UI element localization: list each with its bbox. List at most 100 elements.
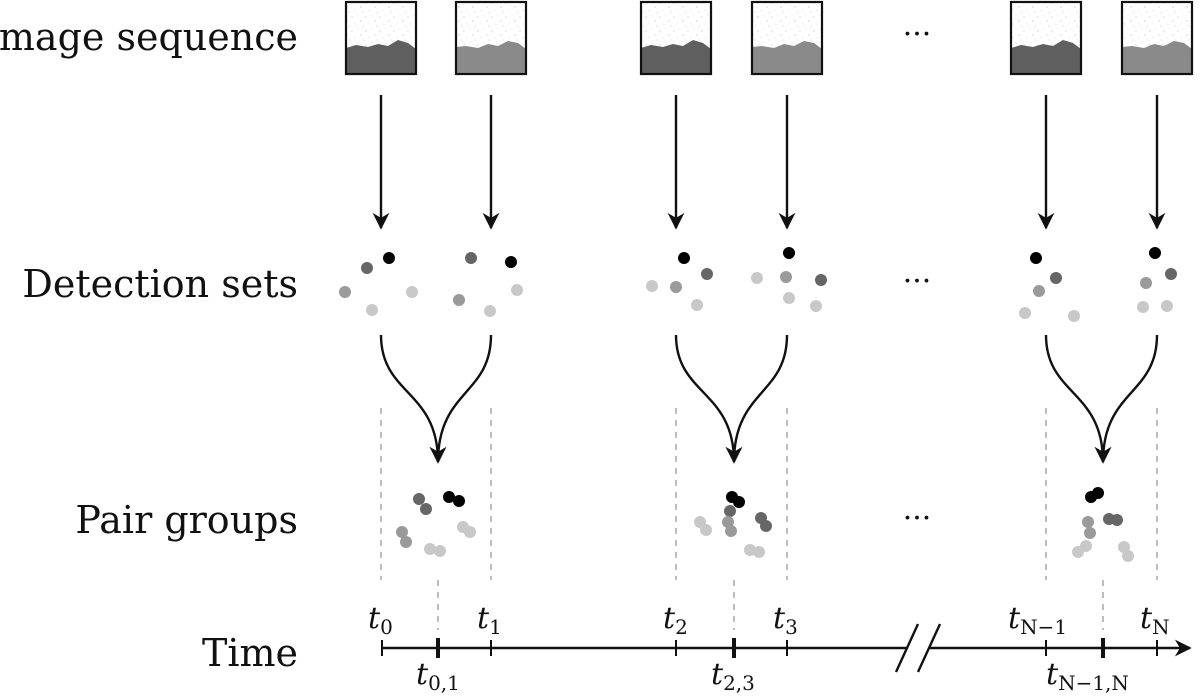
detection-point	[383, 252, 395, 264]
image-frame-1	[454, 0, 528, 76]
pair-point	[753, 546, 765, 558]
row-label-detection-sets: Detection sets	[22, 262, 298, 306]
detection-point	[406, 286, 418, 298]
image-frame-n-minus-1	[1009, 0, 1083, 76]
tick-label-tn: tN	[1140, 601, 1170, 639]
time-axis: t0 t1 t2 t3 tN−1 tN t0,1 t2,3 tN−1,N	[368, 601, 1192, 695]
ellipsis-detections: ···	[903, 264, 932, 299]
detection-point	[465, 252, 477, 264]
pair-point	[1084, 527, 1096, 539]
image-frames	[344, 0, 1194, 76]
detection-point	[701, 268, 713, 280]
detection-sets	[339, 247, 1177, 322]
detection-point	[361, 262, 373, 274]
pair-point	[733, 496, 745, 508]
tick-label-tn-minus-1: tN−1	[1008, 601, 1067, 639]
detection-point	[1033, 285, 1045, 297]
pair-groups	[396, 487, 1134, 562]
image-frame-n	[1120, 0, 1194, 76]
detection-point	[815, 274, 827, 286]
detection-point	[1030, 252, 1042, 264]
pair-point	[1092, 487, 1104, 499]
tick-label-t1: t1	[477, 601, 502, 639]
pair-point	[434, 545, 446, 557]
pair-point	[1082, 516, 1094, 528]
pair-group-2-3	[694, 491, 772, 558]
row-label-time: Time	[202, 631, 298, 675]
detection-point	[751, 272, 763, 284]
tick-label-t2: t2	[663, 601, 688, 639]
detection-point	[1068, 310, 1080, 322]
pair-point	[420, 503, 432, 515]
merge-arrow-n-left	[1044, 334, 1112, 464]
ellipsis-pairs: ···	[903, 501, 932, 536]
detection-point	[783, 247, 795, 259]
image-to-detection-arrows	[372, 95, 1166, 230]
pair-point	[400, 536, 412, 548]
detection-point	[339, 286, 351, 298]
pair-point	[464, 526, 476, 538]
detection-point	[691, 299, 703, 311]
detection-set-3	[751, 247, 827, 312]
detection-point	[366, 304, 378, 316]
merge-arrow-2-left	[674, 334, 743, 464]
detection-point	[810, 300, 822, 312]
detection-set-n	[1137, 247, 1177, 313]
detection-point	[670, 281, 682, 293]
image-frame-0	[344, 0, 418, 76]
detection-set-1	[406, 252, 523, 317]
tick-label-t3: t3	[773, 601, 798, 639]
merge-arrow-n-right	[1094, 334, 1159, 464]
detection-point	[511, 284, 523, 296]
pair-point	[744, 544, 756, 556]
pair-point	[1118, 541, 1130, 553]
pair-group-0-1	[396, 491, 476, 557]
pair-point	[453, 495, 465, 507]
tick-label-t01: t0,1	[416, 657, 460, 695]
merge-arrow-2-right	[725, 334, 789, 464]
pair-point	[443, 491, 455, 503]
pair-point	[1080, 540, 1092, 552]
detection-point	[1050, 272, 1062, 284]
merge-arrows	[379, 334, 1159, 464]
pair-group-n-minus-1-n	[1072, 487, 1134, 562]
detection-point	[453, 294, 465, 306]
pair-point	[396, 526, 408, 538]
ellipsis-images: ···	[903, 17, 932, 52]
axis-break-mark	[916, 623, 942, 673]
image-frame-3	[750, 0, 824, 76]
tick-label-tn-pair: tN−1,N	[1046, 657, 1129, 695]
pair-point	[413, 493, 425, 505]
detection-set-n-minus-1	[1019, 252, 1080, 322]
detection-set-2	[646, 252, 713, 311]
row-label-pair-groups: Pair groups	[75, 498, 298, 542]
detection-point	[1019, 307, 1031, 319]
merge-arrow-0-left	[379, 334, 447, 464]
detection-point	[1161, 300, 1173, 312]
axis-break-mark	[894, 623, 920, 673]
tick-label-t0: t0	[368, 601, 393, 639]
pair-point	[1111, 514, 1123, 526]
detection-point	[505, 256, 517, 268]
detection-point	[678, 252, 690, 264]
pair-point	[725, 525, 737, 537]
pair-point	[1122, 550, 1134, 562]
time-guides	[380, 408, 1158, 630]
pair-point	[724, 505, 736, 517]
tick-label-t23: t2,3	[711, 657, 755, 695]
detection-point	[646, 280, 658, 292]
pair-point	[760, 520, 772, 532]
detection-set-0	[339, 252, 395, 316]
row-label-image-sequence: Image sequence	[0, 15, 298, 59]
detection-point	[783, 292, 795, 304]
merge-arrow-0-right	[429, 334, 493, 464]
detection-point	[1149, 247, 1161, 259]
detection-point	[1140, 277, 1152, 289]
pair-point	[700, 524, 712, 536]
detection-point	[484, 305, 496, 317]
detection-point	[1165, 268, 1177, 280]
pair-point	[424, 543, 436, 555]
detection-point	[1137, 301, 1149, 313]
